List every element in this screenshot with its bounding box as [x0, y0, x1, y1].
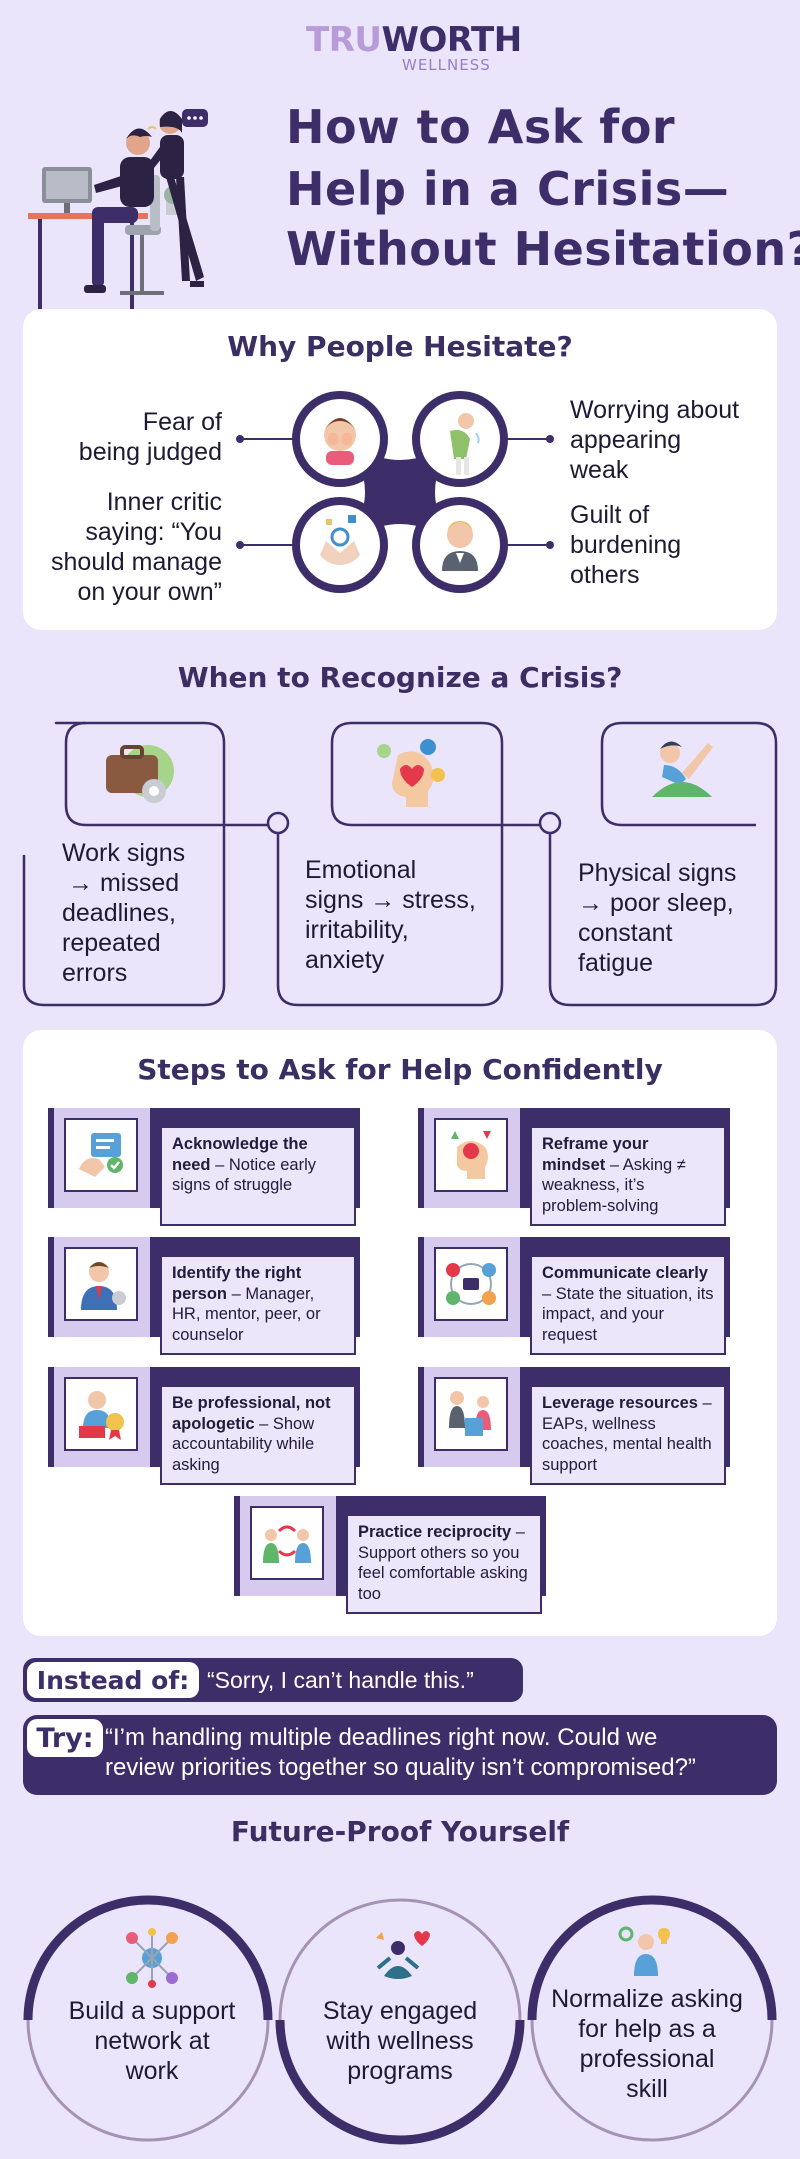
- crisis-heading: When to Recognize a Crisis?: [177, 661, 623, 694]
- brand-sub: WELLNESS: [402, 56, 491, 74]
- steps-heading: Steps to Ask for Help Confidently: [137, 1053, 663, 1086]
- support-network-icon: [126, 1928, 178, 1988]
- future-normalize-asking: Normalize asking for help as a professio…: [551, 1985, 743, 2103]
- step-identify: Identify the right person – Manager, HR,…: [48, 1237, 360, 1355]
- reciprocity-people-icon: [263, 1525, 311, 1563]
- step-reciprocity: Practice reciprocity – Support others so…: [234, 1496, 546, 1614]
- future-support-network: Build a support network at work: [68, 1997, 236, 2085]
- try-label: Try:: [27, 1719, 103, 1757]
- resources-people-icon: [449, 1391, 491, 1436]
- emotional-head-icon: [377, 739, 445, 807]
- overwhelmed-hands-icon: [320, 515, 360, 565]
- title-line-2: Help in a Crisis—: [286, 162, 730, 216]
- stretching-person-icon: [652, 741, 713, 797]
- future-heading: Future-Proof Yourself: [230, 1815, 570, 1848]
- title-line-1: How to Ask for: [286, 100, 676, 154]
- tired-person-icon: [450, 413, 480, 475]
- instead-callout: Instead of: “Sorry, I can’t handle this.…: [23, 1658, 523, 1702]
- office-help-illustration: [28, 109, 208, 309]
- mindset-head-icon: [451, 1131, 491, 1179]
- reason-fear-judged: Fear of being judged: [78, 408, 222, 466]
- future-circles: [23, 1895, 777, 2145]
- crisis-sign-work: Work signs → missed deadlines, repeated …: [62, 839, 186, 987]
- step-acknowledge: Acknowledge the need – Notice early sign…: [48, 1108, 360, 1226]
- step-professional: Be professional, not apologetic – Show a…: [48, 1367, 360, 1485]
- try-callout: Try: “I’m handling multiple deadlines ri…: [23, 1715, 777, 1795]
- briefcase-gear-icon: [106, 745, 174, 803]
- hesitate-diagram: [236, 391, 554, 593]
- reason-appearing-weak: Worrying about appearing weak: [570, 396, 740, 484]
- crisis-connector-path: [22, 721, 778, 1007]
- instead-label: Instead of:: [27, 1662, 199, 1698]
- step-communicate: Communicate clearly – State the situatio…: [418, 1237, 730, 1355]
- instead-text: “Sorry, I can’t handle this.”: [207, 1667, 474, 1693]
- brand-logo: TRUWORTH WELLNESS: [306, 20, 522, 78]
- checklist-hand-icon: [79, 1133, 123, 1177]
- reason-inner-critic: Inner critic saying: “You should manage …: [51, 488, 222, 606]
- future-wellness-programs: Stay engaged with wellness programs: [322, 1997, 478, 2085]
- title-line-3: Without Hesitation?: [286, 222, 800, 276]
- step-reframe: Reframe your mindset – Asking ≠ weakness…: [418, 1108, 730, 1226]
- stressed-man-icon: [442, 521, 478, 571]
- crisis-sign-physical: Physical signs → poor sleep, constant fa…: [578, 859, 737, 977]
- professional-idea-icon: [618, 1926, 670, 1976]
- meditation-heart-icon: [376, 1931, 430, 1979]
- brand-name-tru: TRU: [306, 20, 382, 60]
- professional-award-icon: [79, 1391, 124, 1440]
- crisis-sign-emotional: Emotional signs → stress, irritability, …: [305, 856, 476, 974]
- manager-person-icon: [81, 1262, 126, 1310]
- embarrassed-face-icon: [324, 418, 356, 465]
- brand-name-worth: WORTH: [381, 20, 522, 60]
- step-leverage: Leverage resources – EAPs, wellness coac…: [418, 1367, 730, 1485]
- communication-network-icon: [446, 1263, 496, 1305]
- try-text: “I’m handling multiple deadlines right n…: [105, 1724, 696, 1781]
- reason-burdening-others: Guilt of burdening others: [570, 501, 682, 589]
- hesitate-heading: Why People Hesitate?: [227, 330, 573, 363]
